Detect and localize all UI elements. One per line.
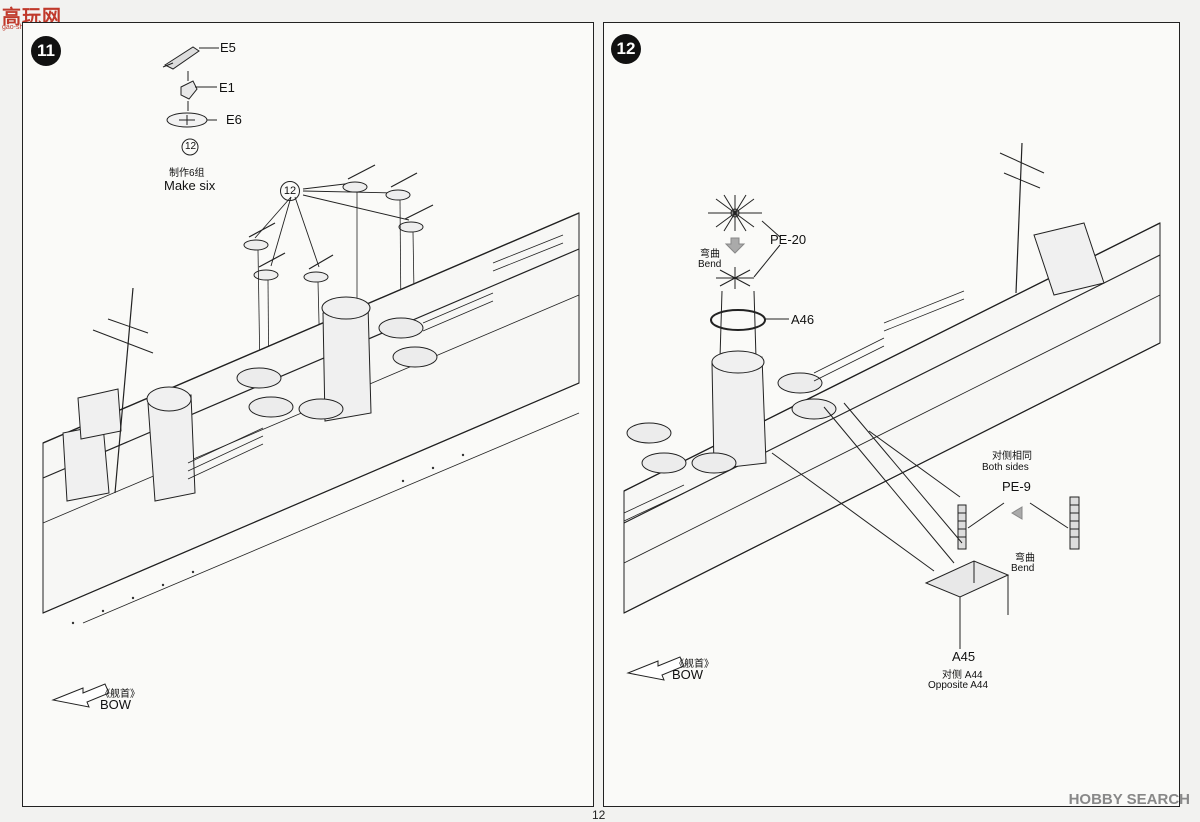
both-sides-cn: 对侧相同 [992, 451, 1032, 462]
page-number: 12 [592, 808, 606, 822]
part-label-pe9: PE-9 [1002, 479, 1031, 494]
pe9-ladder-right [1069, 496, 1080, 550]
pe9-ladder-left [957, 504, 967, 550]
step-11-drawing [42, 46, 580, 708]
make-six-cn: 制作6组 [169, 168, 205, 179]
subassembly-ref: 12 [185, 141, 197, 152]
part-label-pe20: PE-20 [770, 232, 807, 247]
step-12-badge: 12 [611, 34, 641, 64]
part-label-e6: E6 [226, 112, 242, 127]
mount-ref-callout: 12 [280, 181, 300, 201]
opposite-label: Opposite A44 [928, 680, 989, 691]
opposite-cn: 对侧 A44 [942, 670, 983, 681]
bend-cn-2: 弯曲 [1015, 553, 1035, 564]
step-12-drawing [623, 142, 1161, 681]
gun-barrel-e5 [162, 46, 200, 70]
part-label-a46: A46 [791, 312, 815, 327]
gun-base-e6 [166, 112, 208, 128]
part-a45 [924, 560, 1010, 643]
both-sides-label: Both sides [982, 462, 1029, 473]
ship-hull-12 [623, 222, 1161, 614]
bow-label-cn-12: 《舰首》 [674, 659, 714, 670]
step-11-badge: 11 [31, 36, 61, 66]
part-label-a45: A45 [952, 649, 976, 664]
watermark: HOBBY SEARCH [1068, 791, 1190, 808]
part-label-e1: E1 [219, 80, 235, 95]
pe20-grille-bent [716, 267, 754, 289]
bow-label: BOW [100, 697, 132, 712]
make-six-label: Make six [164, 178, 216, 193]
gun-mount-e1 [180, 80, 198, 100]
bow-label-12: BOW [672, 667, 704, 682]
step-12-panel: 12 [603, 22, 1180, 807]
part-label-e5: E5 [220, 40, 236, 55]
bend-label-1: Bend [698, 259, 722, 270]
pe20-grille-flat [708, 194, 762, 232]
bend-cn-1: 弯曲 [700, 249, 720, 260]
bow-label-cn: 《舰首》 [100, 689, 140, 700]
bend-label-2: Bend [1011, 563, 1035, 574]
step-11-panel: 11 [22, 22, 594, 807]
